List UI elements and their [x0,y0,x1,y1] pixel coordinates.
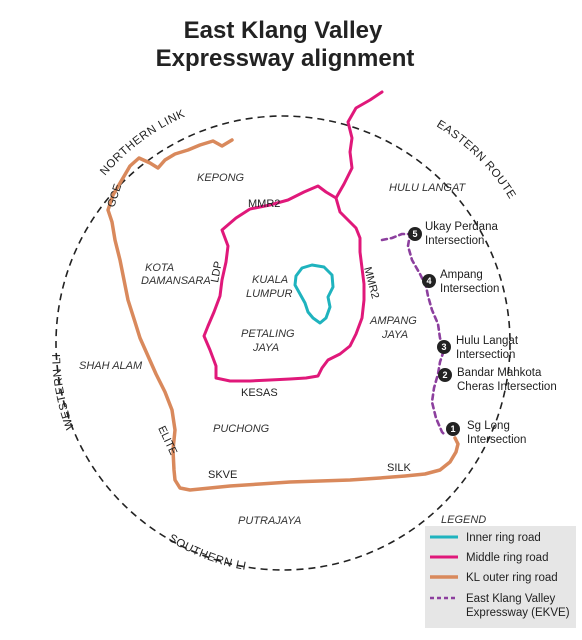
area-kota-damansara-2: DAMANSARA [141,275,211,287]
intersection-2-name: Bandar Mahkota [457,367,542,379]
intersection-5: 5 Ukay Perdana Intersection [408,221,498,247]
intersection-2: 2 Bandar Mahkota Cheras Intersection [438,367,557,393]
intersection-2-marker [438,368,452,382]
intersection-5-label: Intersection [425,235,484,247]
area-petaling-jaya-2: JAYA [252,342,279,354]
intersection-5-name: Ukay Perdana [425,221,498,233]
area-kota-damansara-1: KOTA [145,262,174,274]
area-putrajaya: PUTRAJAYA [238,515,301,527]
intersection-4-number: 4 [426,276,431,286]
area-hulu-langat: HULU LANGAT [389,182,466,194]
road-mmr2-top: MMR2 [248,198,280,210]
area-petaling-jaya-1: PETALING [241,328,295,340]
area-kuala-lumpur-1: KUALA [252,274,288,286]
legend-title: LEGEND [441,514,486,526]
legend-label-middle: Middle ring road [466,552,548,564]
area-ampang-jaya-2: JAYA [381,329,408,341]
intersection-4-label: Intersection [440,283,499,295]
boundary-circle [55,115,511,571]
intersection-1-name: Sg Long [467,420,510,432]
legend: LEGEND Inner ring road Middle ring road … [425,514,576,628]
intersection-4-marker [422,274,436,288]
area-shah-alam: SHAH ALAM [79,360,143,372]
legend-label-ekve-1: East Klang Valley [466,593,556,605]
area-puchong: PUCHONG [213,423,270,435]
middle-ring-road [202,90,384,383]
legend-label-inner: Inner ring road [466,532,541,544]
northern-link-label: NORTHERN LINK [98,108,187,178]
intersection-3: 3 Hulu Langat Intersection [437,335,519,361]
intersection-3-marker [437,340,451,354]
intersection-5-number: 5 [412,229,417,239]
inner-ring-road [293,263,335,325]
area-kuala-lumpur-2: LUMPUR [246,288,293,300]
intersection-3-number: 3 [441,342,446,352]
intersection-1-number: 1 [450,424,455,434]
title-line-1: East Klang Valley [184,17,383,44]
intersection-4: 4 Ampang Intersection [422,269,499,295]
intersection-1-label: Intersection [467,434,526,446]
intersection-3-name: Hulu Langat [456,335,519,347]
legend-label-outer: KL outer ring road [466,572,558,584]
title-line-2: Expressway alignment [156,45,415,72]
intersection-1-marker [446,422,460,436]
road-skve: SKVE [208,469,237,481]
intersection-2-number: 2 [442,370,447,380]
road-gce: GCE [105,183,124,209]
intersection-1: 1 Sg Long Intersection [446,420,526,446]
western-link-label: WESTERN LINK [0,0,77,431]
legend-label-ekve-2: Expressway (EKVE) [466,607,570,619]
intersection-5-marker [408,227,422,241]
road-ldp: LDP [209,260,225,283]
area-kepong: KEPONG [197,172,245,184]
outer-ring-road [106,138,460,492]
intersection-2-label: Cheras Intersection [457,381,557,393]
area-ampang-jaya-1: AMPANG [369,315,417,327]
road-silk: SILK [387,462,412,474]
intersection-3-label: Intersection [456,349,515,361]
intersection-4-name: Ampang [440,269,483,281]
road-kesas: KESAS [241,387,278,399]
